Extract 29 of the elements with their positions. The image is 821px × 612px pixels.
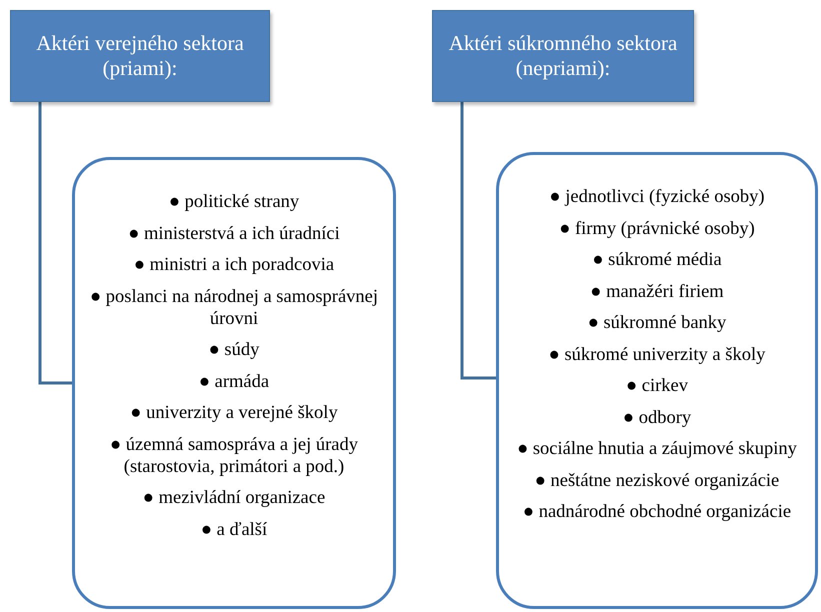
list-item: ● poslanci na národnej a samosprávnej úrovni — [89, 286, 379, 330]
list-item: ● súdy — [208, 339, 260, 361]
header-label: Aktéri verejného sektora (priami): — [35, 31, 245, 81]
list-item: ● súkromné banky — [588, 312, 726, 334]
list-item: ● manažéri firiem — [590, 280, 724, 302]
list-item: ● ministri a ich poradcovia — [134, 254, 334, 276]
list-item: ● sociálne hnutia a záujmové skupiny — [517, 438, 797, 460]
list-item: ● cirkev — [626, 375, 688, 397]
list-item: ● súkromé média — [592, 249, 722, 271]
connector-line — [38, 102, 73, 384]
list-item: ● súkromé univerzity a školy — [548, 344, 766, 366]
list-box — [496, 152, 818, 609]
list-item: ● armáda — [198, 370, 270, 392]
list-item: ● firmy (právnické osoby) — [559, 218, 755, 240]
list-item: ● a ďalší — [200, 518, 268, 540]
list-item: ● územná samospráva a jej úrady (starostovia, primátori a pod.) — [109, 434, 359, 478]
header-box — [432, 10, 694, 102]
list-item: ● neštátne neziskové organizácie — [534, 470, 780, 492]
list-item: ● univerzity a verejné školy — [130, 402, 338, 424]
list-item: ● odbory — [622, 406, 692, 428]
list-item: ● ministerstvá a ich úradníci — [128, 222, 340, 244]
list-item: ● nadnárodné obchodné organizácie — [522, 501, 792, 523]
list-item: ● jednotlivci (fyzické osoby) — [549, 186, 765, 208]
list-item: ● politické strany — [168, 191, 300, 213]
header-label: Aktéri súkromného sektora (nepriami): — [448, 31, 678, 81]
header-box — [10, 10, 270, 102]
connector-line — [460, 102, 497, 380]
list-item: ● mezivládní organizace — [142, 487, 326, 509]
list-box — [72, 157, 396, 609]
